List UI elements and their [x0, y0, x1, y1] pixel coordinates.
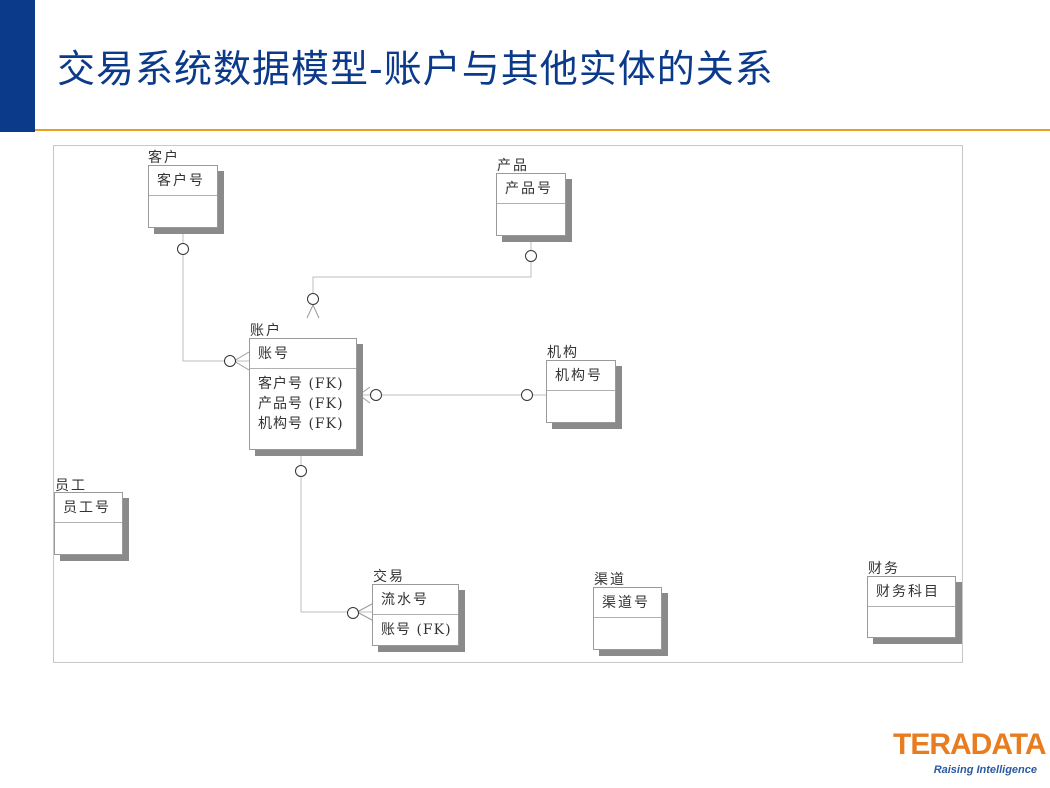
entity-account-attr: 产品号 (FK) — [258, 396, 344, 412]
page-title: 交易系统数据模型-账户与其他实体的关系 — [57, 47, 774, 91]
entity-organization-name: 机构 — [547, 345, 579, 361]
entity-customer-name: 客户 — [148, 150, 180, 166]
entity-customer[interactable]: 客户号 — [148, 165, 218, 228]
crowfoot-account-product — [306, 304, 320, 319]
entity-account-name: 账户 — [250, 323, 282, 339]
logo-tagline: Raising Intelligence — [933, 764, 1037, 776]
crowfoot-account-organization — [358, 386, 371, 404]
link-product-account — [312, 236, 532, 305]
entity-transaction-attrs: 账号 (FK) — [373, 615, 458, 640]
entity-product-pk: 产品号 — [497, 174, 565, 204]
circle-account-customer — [224, 355, 236, 367]
link-account-transaction — [300, 450, 372, 613]
entity-channel-pk: 渠道号 — [594, 588, 661, 618]
entity-organization[interactable]: 机构号 — [546, 360, 616, 423]
entity-transaction-attr: 账号 (FK) — [381, 622, 452, 638]
entity-product-name: 产品 — [497, 158, 529, 174]
entity-account-pk: 账号 — [250, 339, 356, 369]
circle-account-organization — [370, 389, 382, 401]
circle-account-transaction — [295, 465, 307, 477]
entity-transaction-pk: 流水号 — [373, 585, 458, 615]
entity-transaction[interactable]: 流水号 账号 (FK) — [372, 584, 459, 646]
crowfoot-account-customer — [233, 351, 250, 371]
teradata-logo: TERADATA Raising Intelligence — [893, 728, 1047, 778]
entity-employee-pk: 员工号 — [55, 493, 122, 523]
title-divider — [35, 129, 1050, 131]
entity-employee-name: 员工 — [55, 478, 87, 494]
link-customer-account — [182, 229, 249, 362]
circle-customer — [177, 243, 189, 255]
entity-account-attr: 机构号 (FK) — [258, 416, 344, 432]
entity-product[interactable]: 产品号 — [496, 173, 566, 236]
entity-channel[interactable]: 渠道号 — [593, 587, 662, 650]
entity-organization-pk: 机构号 — [547, 361, 615, 391]
entity-employee[interactable]: 员工号 — [54, 492, 123, 555]
entity-finance-pk: 财务科目 — [868, 577, 955, 607]
entity-account-attr: 客户号 (FK) — [258, 376, 344, 392]
entity-transaction-name: 交易 — [373, 569, 405, 585]
entity-account[interactable]: 账号 客户号 (FK) 产品号 (FK) 机构号 (FK) — [249, 338, 357, 450]
entity-finance-name: 财务 — [868, 561, 900, 577]
circle-transaction-account — [347, 607, 359, 619]
crowfoot-transaction-account — [356, 603, 373, 621]
entity-finance[interactable]: 财务科目 — [867, 576, 956, 638]
logo-wordmark: TERADATA — [893, 728, 1047, 761]
circle-account-product — [307, 293, 319, 305]
circle-product — [525, 250, 537, 262]
entity-channel-name: 渠道 — [594, 572, 626, 588]
circle-organization — [521, 389, 533, 401]
diagram-frame — [53, 145, 963, 663]
header-accent-bar — [0, 0, 35, 132]
entity-customer-pk: 客户号 — [149, 166, 217, 196]
entity-account-attrs: 客户号 (FK) 产品号 (FK) 机构号 (FK) — [250, 369, 356, 434]
